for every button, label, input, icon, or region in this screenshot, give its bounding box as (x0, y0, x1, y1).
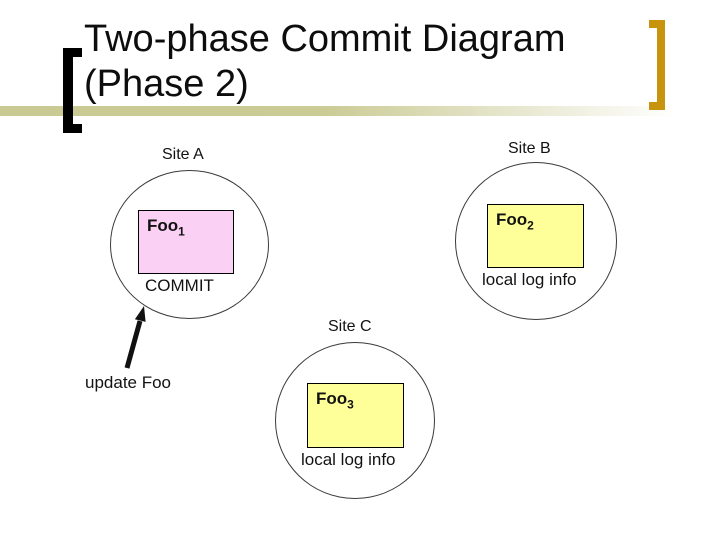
site-a-data-box: Foo1 (138, 210, 234, 274)
slide-title-line-1: Two-phase Commit Diagram (84, 18, 566, 60)
slide-title-line-2: (Phase 2) (84, 63, 249, 105)
site-c-label: Site C (328, 318, 372, 335)
site-a-box-label: Foo (147, 216, 179, 235)
site-c-box-label: Foo (316, 389, 348, 408)
site-a-box-subscript: 1 (178, 224, 185, 239)
site-a-status-text: COMMIT (145, 276, 214, 295)
site-c-box-subscript: 3 (347, 397, 354, 412)
site-c-status-text: local log info (301, 450, 396, 469)
site-b-box-label: Foo (496, 210, 528, 229)
left-bracket-decoration (63, 48, 82, 133)
site-b-label: Site B (508, 140, 551, 157)
site-b-circle (455, 162, 617, 320)
slide-title: Two-phase Commit Diagram (Phase 2) (84, 17, 565, 107)
site-c-data-box: Foo3 (307, 383, 404, 448)
site-b-data-box: Foo2 (487, 204, 584, 268)
site-c-circle (275, 342, 435, 499)
title-underline-bar (0, 106, 720, 116)
update-foo-label: update Foo (85, 373, 172, 392)
site-a-label: Site A (162, 146, 204, 163)
site-b-status-text: local log info (482, 270, 577, 289)
site-a-circle (110, 170, 269, 319)
site-b-box-subscript: 2 (527, 218, 534, 233)
right-bracket-decoration (649, 20, 665, 110)
